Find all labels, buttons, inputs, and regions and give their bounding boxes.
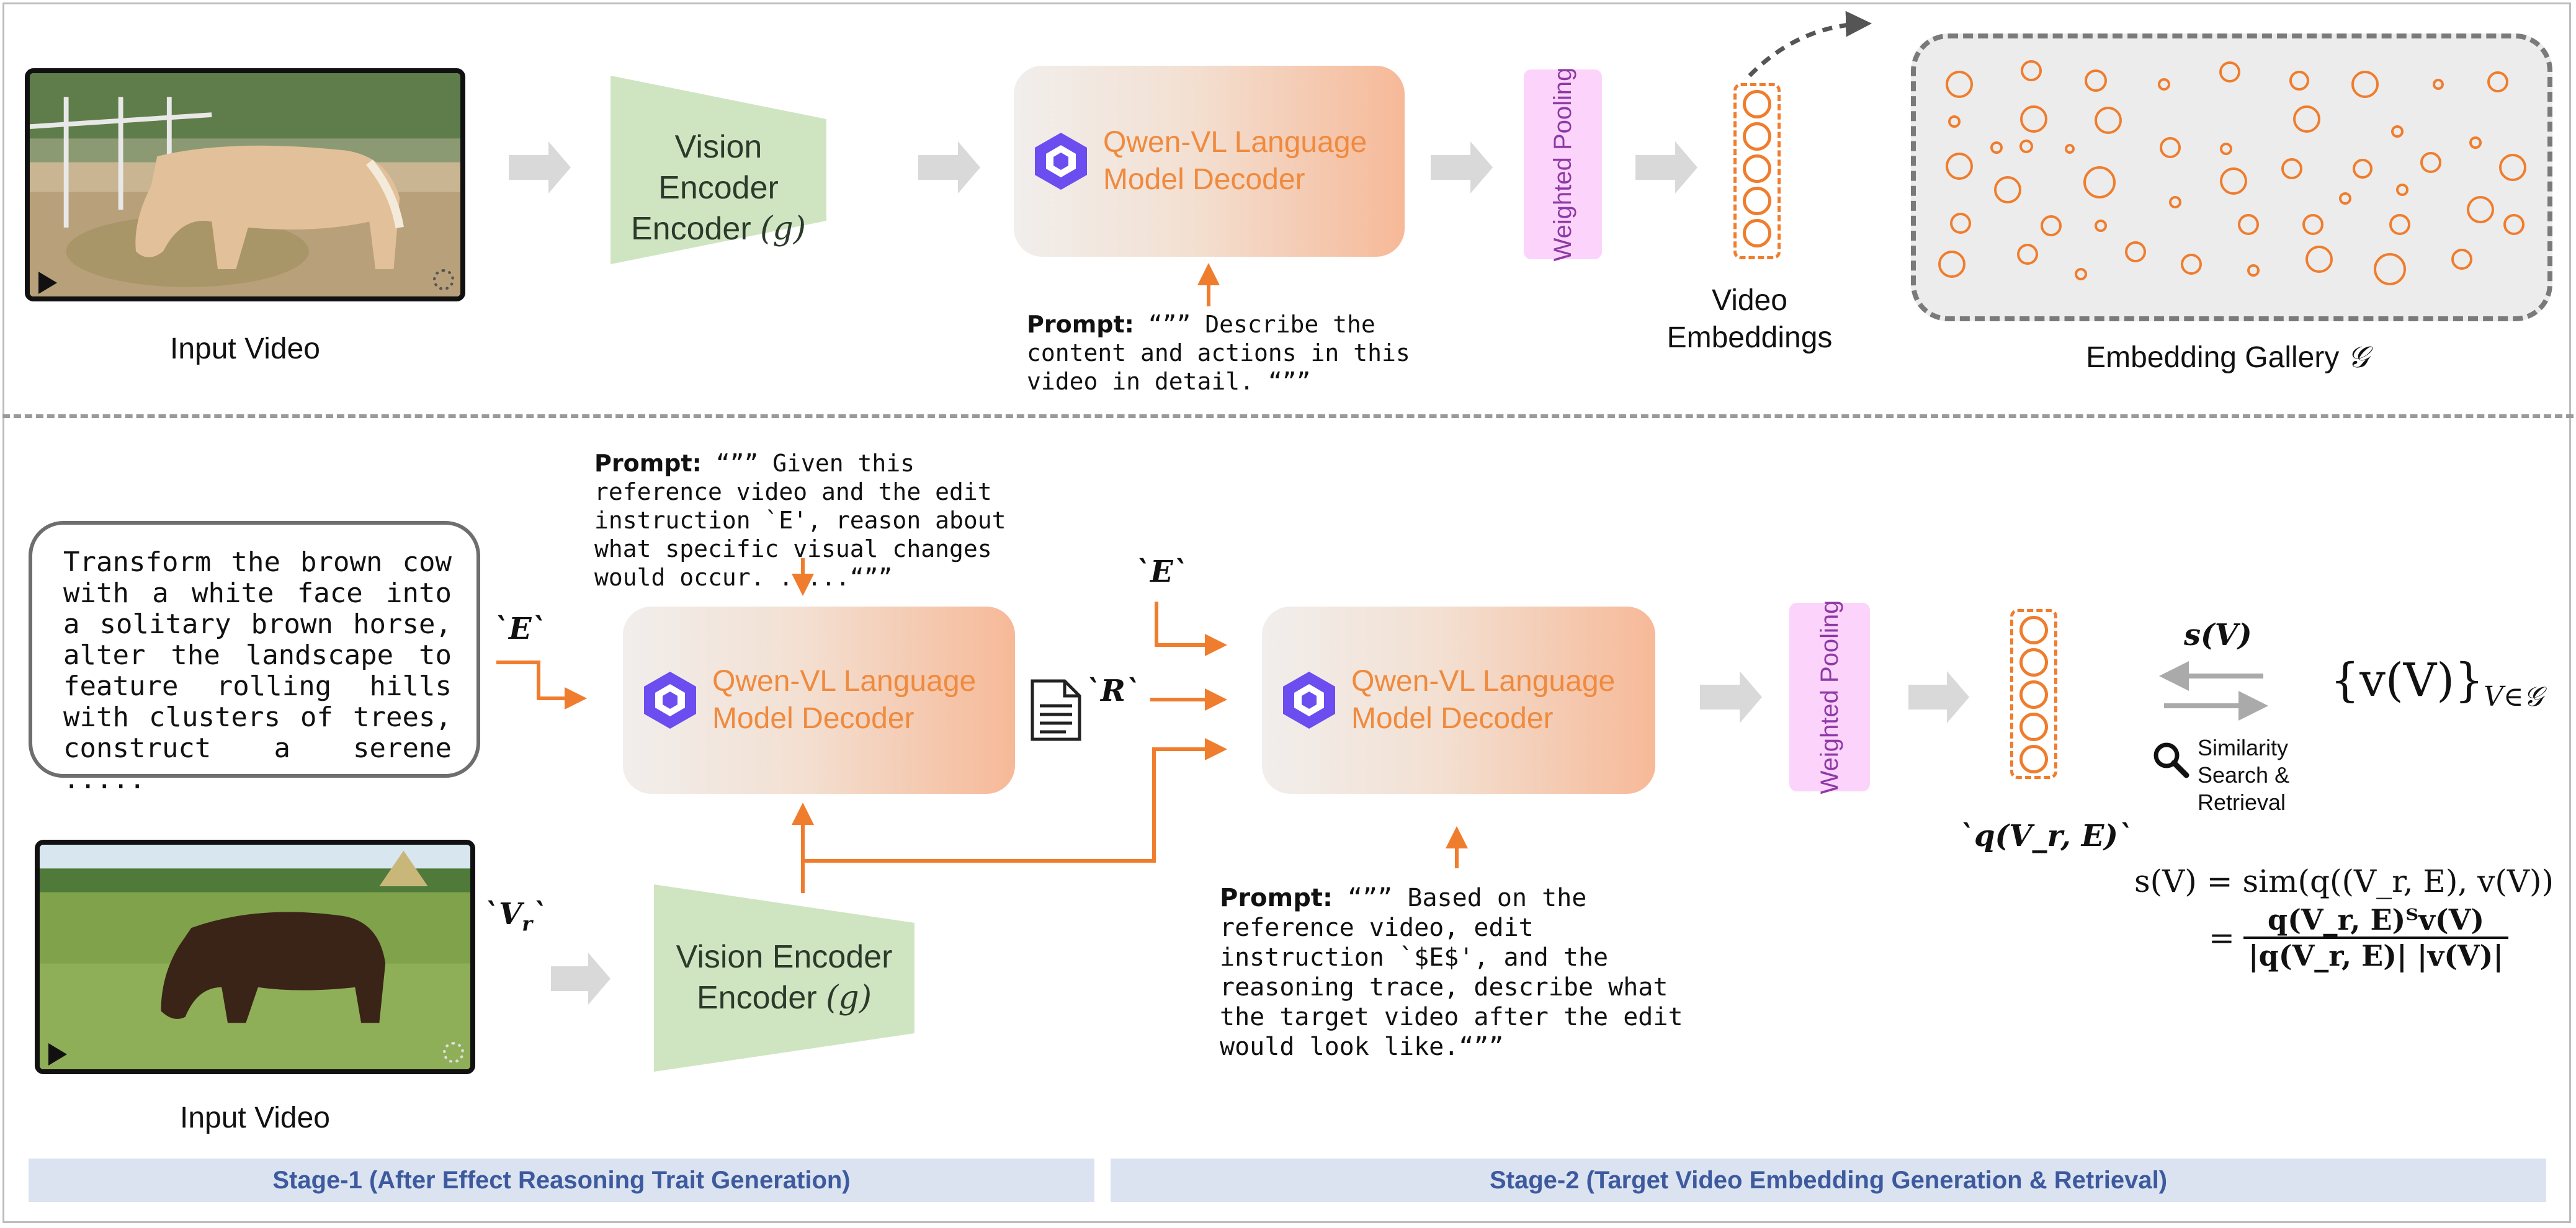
gear-icon[interactable] [433,269,454,290]
similarity-formula: s(V) = sim(q((V_r, E), v(V)) = q(V_r, E)… [2134,863,2554,972]
search-icon [2153,742,2189,778]
vision-encoder-bottom [654,884,915,1072]
edit-label-left: `E` [494,612,547,646]
stage2-title-bar: Stage-2 (Target Video Embedding Generati… [1111,1159,2546,1202]
video-embeddings-caption: Video Embeddings [1666,284,1833,354]
edit-instruction-box: Transform the brown cow with a white fac… [29,521,480,795]
vision-encoder-top [610,76,826,264]
prompt-target: Prompt: “”” Based on the reference video… [1220,884,1683,1061]
stage-divider [2,414,2574,418]
qwen-logo-icon [1035,133,1087,190]
weighted-pooling-top: Weighted Pooling [1524,68,1602,261]
prompt-reasoning: Prompt: “”” Given this reference video a… [594,450,1006,591]
qwen-logo-icon [1283,672,1335,729]
reference-video-label: `Vr` [484,897,548,936]
vision-encoder-top-label: Vision Encoder Encoder (g) [630,129,806,247]
query-embedding-label: `q(V_r, E)` [1959,819,2134,853]
input-video-caption-bottom: Input Video [180,1101,330,1134]
reasoning-label: `R` [1086,674,1140,708]
prompt-top: Prompt: “”” Describe the content and act… [1027,311,1410,395]
gallery-embedding-set: {v(V)}V∈𝒢 [2330,654,2543,713]
similarity-score-label: s(V) [2184,618,2252,652]
edit-label-top: `E` [1135,554,1188,589]
qwen-logo-icon [644,672,696,729]
input-video-cow[interactable] [35,840,475,1074]
embedding-gallery [1911,33,2552,321]
similarity-search-text: Similarity Search & Retrieval [2198,735,2290,815]
input-video-horse[interactable] [25,68,465,301]
play-icon[interactable] [48,1043,67,1066]
weighted-pooling-bottom: Weighted Pooling [1789,600,1870,794]
stage1-title-bar: Stage-1 (After Effect Reasoning Trait Ge… [29,1159,1094,1202]
document-icon [1031,679,1081,741]
input-video-caption-top: Input Video [170,332,320,365]
query-embedding-vector [2010,609,2057,779]
play-icon[interactable] [38,272,57,294]
video-embedding-vector [1733,83,1781,259]
embedding-gallery-caption: Embedding Gallery 𝒢 [2086,340,2369,375]
vision-encoder-bottom-label: Vision Encoder Encoder (g) [676,939,893,1017]
gear-icon[interactable] [443,1042,464,1063]
